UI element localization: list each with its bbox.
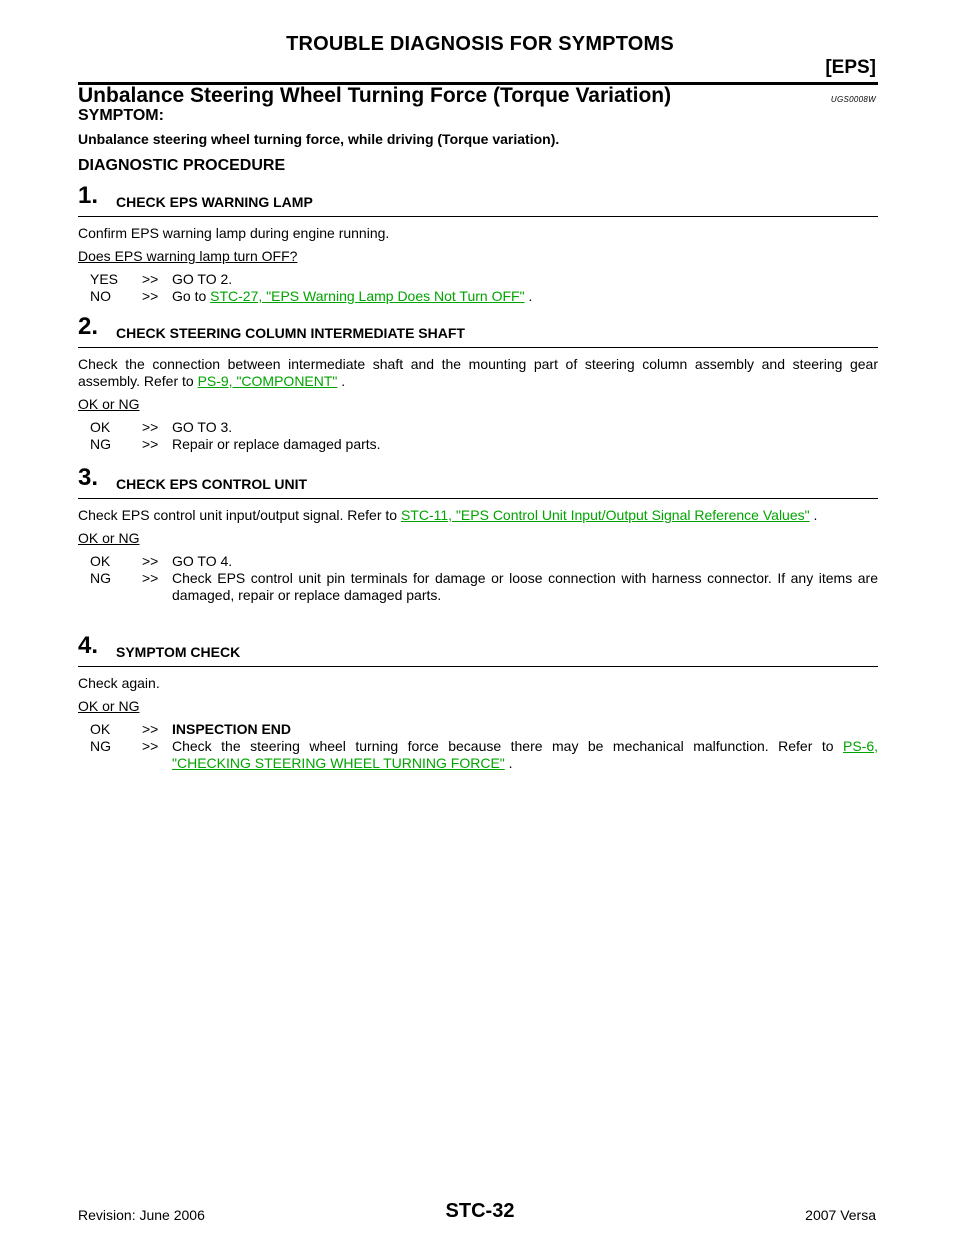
step-question: OK or NG bbox=[78, 698, 140, 714]
instruction-suffix: . bbox=[809, 507, 818, 523]
answer-arrow: >> bbox=[142, 721, 159, 737]
step-number: 1. bbox=[78, 182, 99, 209]
answer-row: NO >> Go to STC-27, "EPS Warning Lamp Do… bbox=[78, 288, 878, 305]
step-header: 2. CHECK STEERING COLUMN INTERMEDIATE SH… bbox=[78, 311, 878, 348]
answer-text: Check the steering wheel turning force b… bbox=[172, 738, 878, 772]
answer-text: Repair or replace damaged parts. bbox=[172, 436, 381, 452]
instruction-prefix: Check the connection between intermediat… bbox=[78, 356, 878, 389]
answer-text: GO TO 4. bbox=[172, 553, 233, 569]
step-number: 4. bbox=[78, 632, 99, 659]
step-title: CHECK STEERING COLUMN INTERMEDIATE SHAFT bbox=[116, 325, 465, 341]
step-title: CHECK EPS CONTROL UNIT bbox=[116, 476, 308, 492]
step-question: OK or NG bbox=[78, 530, 140, 546]
reference-link[interactable]: STC-27, "EPS Warning Lamp Does Not Turn … bbox=[210, 288, 525, 304]
answer-text: GO TO 3. bbox=[172, 419, 233, 435]
answer-code: OK bbox=[90, 419, 111, 435]
answer-suffix: . bbox=[524, 288, 533, 304]
header-divider bbox=[78, 82, 878, 85]
symptom-text: Unbalance steering wheel turning force, … bbox=[78, 131, 560, 147]
instruction-suffix: . bbox=[337, 373, 346, 389]
step-title: SYMPTOM CHECK bbox=[116, 644, 241, 660]
answer-arrow: >> bbox=[142, 419, 159, 435]
answer-arrow: >> bbox=[142, 553, 159, 569]
answer-code: OK bbox=[90, 553, 111, 569]
reference-link[interactable]: STC-11, "EPS Control Unit Input/Output S… bbox=[400, 507, 810, 523]
step-question: Does EPS warning lamp turn OFF? bbox=[78, 248, 298, 264]
answer-text: Check EPS control unit pin terminals for… bbox=[172, 570, 878, 603]
instruction-prefix: Check EPS control unit input/output sign… bbox=[78, 507, 401, 523]
answer-text: GO TO 2. bbox=[172, 271, 233, 287]
step-header: 3. CHECK EPS CONTROL UNIT bbox=[78, 462, 878, 499]
answer-code: NG bbox=[90, 570, 111, 586]
step-question: OK or NG bbox=[78, 396, 140, 412]
step-header: 4. SYMPTOM CHECK bbox=[78, 630, 878, 667]
answer-text: INSPECTION END bbox=[172, 721, 292, 737]
footer-revision: Revision: June 2006 bbox=[78, 1207, 205, 1223]
answer-arrow: >> bbox=[142, 738, 159, 754]
answer-arrow: >> bbox=[142, 570, 159, 586]
answer-code: NG bbox=[90, 738, 111, 754]
step-1: 1. CHECK EPS WARNING LAMP Confirm EPS wa… bbox=[78, 180, 878, 305]
step-number: 3. bbox=[78, 464, 99, 491]
step-header: 1. CHECK EPS WARNING LAMP bbox=[78, 180, 878, 217]
answer-row: OK >> GO TO 4. bbox=[78, 553, 878, 570]
answer-prefix: Go to bbox=[172, 288, 211, 304]
answer-code: NG bbox=[90, 436, 111, 452]
answer-row: NG >> Check the steering wheel turning f… bbox=[78, 738, 878, 772]
answer-arrow: >> bbox=[142, 436, 159, 452]
step-title: CHECK EPS WARNING LAMP bbox=[116, 194, 313, 210]
answer-code: NO bbox=[90, 288, 111, 304]
step-instruction: Check again. bbox=[78, 675, 160, 691]
answer-prefix: Check the steering wheel turning force b… bbox=[172, 738, 843, 754]
section-code: UGS0008W bbox=[830, 95, 876, 104]
answer-suffix: . bbox=[504, 755, 513, 771]
answer-text: Go to STC-27, "EPS Warning Lamp Does Not… bbox=[172, 288, 878, 305]
answer-list: OK >> GO TO 3. NG >> Repair or replace d… bbox=[78, 419, 878, 453]
answer-list: YES >> GO TO 2. NO >> Go to STC-27, "EPS… bbox=[78, 271, 878, 305]
step-number: 2. bbox=[78, 313, 99, 340]
step-instruction: Confirm EPS warning lamp during engine r… bbox=[78, 225, 390, 241]
step-instruction: Check EPS control unit input/output sign… bbox=[78, 507, 878, 524]
footer-page-number: STC-32 bbox=[445, 1200, 515, 1222]
answer-arrow: >> bbox=[142, 271, 159, 287]
step-3: 3. CHECK EPS CONTROL UNIT Check EPS cont… bbox=[78, 462, 878, 604]
answer-list: OK >> INSPECTION END NG >> Check the ste… bbox=[78, 721, 878, 772]
reference-link[interactable]: PS-9, "COMPONENT" bbox=[197, 373, 338, 389]
footer-model: 2007 Versa bbox=[805, 1207, 876, 1223]
answer-row: OK >> GO TO 3. bbox=[78, 419, 878, 436]
answer-row: OK >> INSPECTION END bbox=[78, 721, 878, 738]
page-header-title: TROUBLE DIAGNOSIS FOR SYMPTOMS bbox=[286, 33, 674, 55]
step-instruction: Check the connection between intermediat… bbox=[78, 356, 878, 390]
step-4: 4. SYMPTOM CHECK Check again. OK or NG O… bbox=[78, 630, 878, 772]
symptom-heading: SYMPTOM: bbox=[78, 107, 164, 124]
answer-code: OK bbox=[90, 721, 111, 737]
answer-row: NG >> Check EPS control unit pin termina… bbox=[78, 570, 878, 604]
answer-list: OK >> GO TO 4. NG >> Check EPS control u… bbox=[78, 553, 878, 604]
section-title: Unbalance Steering Wheel Turning Force (… bbox=[78, 84, 672, 107]
answer-row: YES >> GO TO 2. bbox=[78, 271, 878, 288]
answer-row: NG >> Repair or replace damaged parts. bbox=[78, 436, 878, 453]
page-header-section-tag: [EPS] bbox=[825, 57, 876, 78]
procedure-heading: DIAGNOSTIC PROCEDURE bbox=[78, 157, 286, 174]
step-2: 2. CHECK STEERING COLUMN INTERMEDIATE SH… bbox=[78, 311, 878, 453]
answer-arrow: >> bbox=[142, 288, 159, 304]
reference-link[interactable]: PS-6, "CHECKING STEERING WHEEL TURNING F… bbox=[172, 738, 878, 771]
answer-code: YES bbox=[90, 271, 119, 287]
